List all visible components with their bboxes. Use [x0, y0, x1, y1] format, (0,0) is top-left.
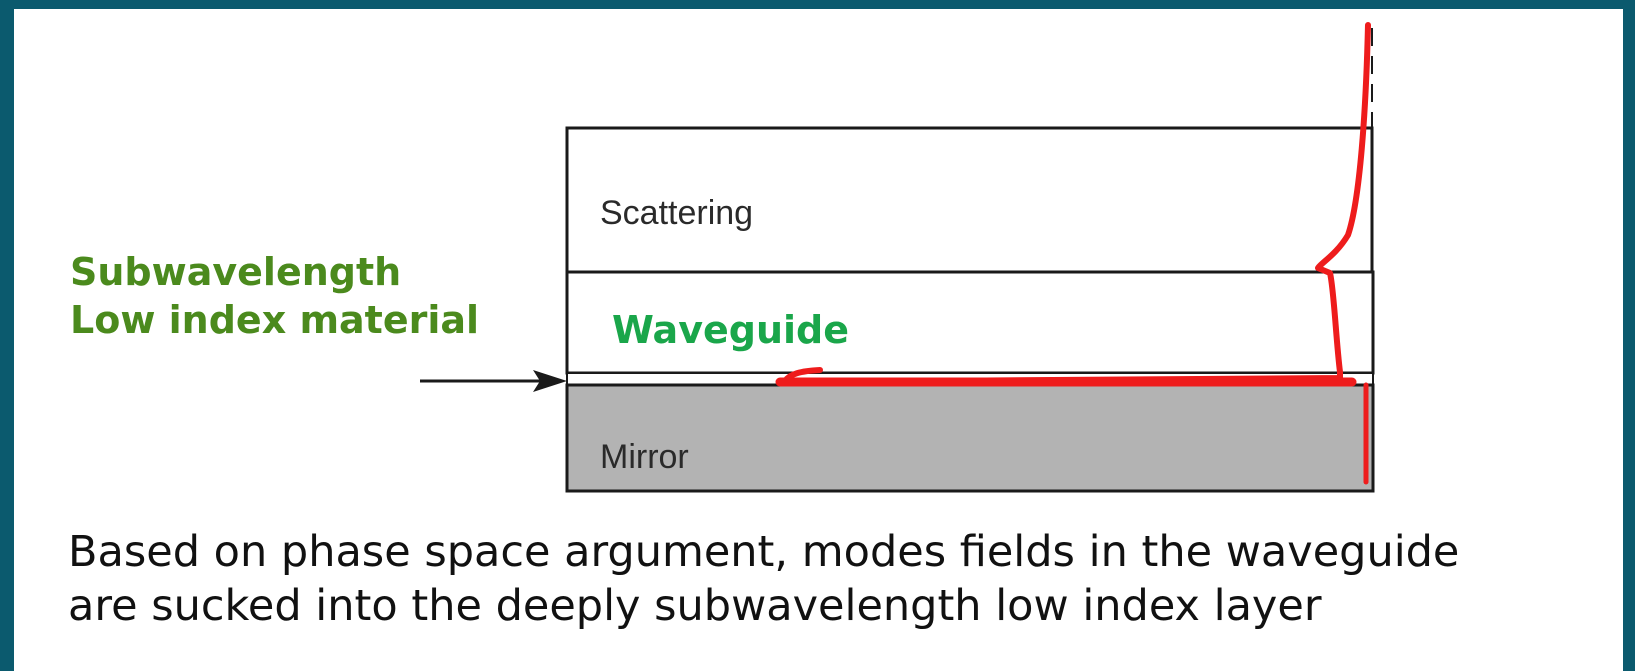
waveguide-layer	[565, 270, 1375, 375]
mirror-layer	[565, 383, 1375, 493]
caption-line-1: Based on phase space argument, modes fie…	[68, 527, 1460, 577]
waveguide-label: Waveguide	[612, 308, 849, 352]
subwavelength-annotation: Subwavelength Low index material	[70, 248, 479, 344]
pointer-arrow-head	[533, 370, 567, 392]
scattering-label: Scattering	[600, 194, 753, 232]
annotation-line-1: Subwavelength	[70, 250, 402, 294]
slide-frame-top	[0, 0, 1635, 9]
scattering-layer	[565, 126, 1374, 274]
mirror-label: Mirror	[600, 438, 689, 476]
caption-line-2: are sucked into the deeply subwavelength…	[68, 581, 1322, 631]
slide-caption: Based on phase space argument, modes fie…	[68, 525, 1608, 633]
annotation-line-2: Low index material	[70, 298, 480, 342]
slide-frame-right	[1623, 0, 1635, 671]
slide-frame-left	[0, 0, 14, 671]
